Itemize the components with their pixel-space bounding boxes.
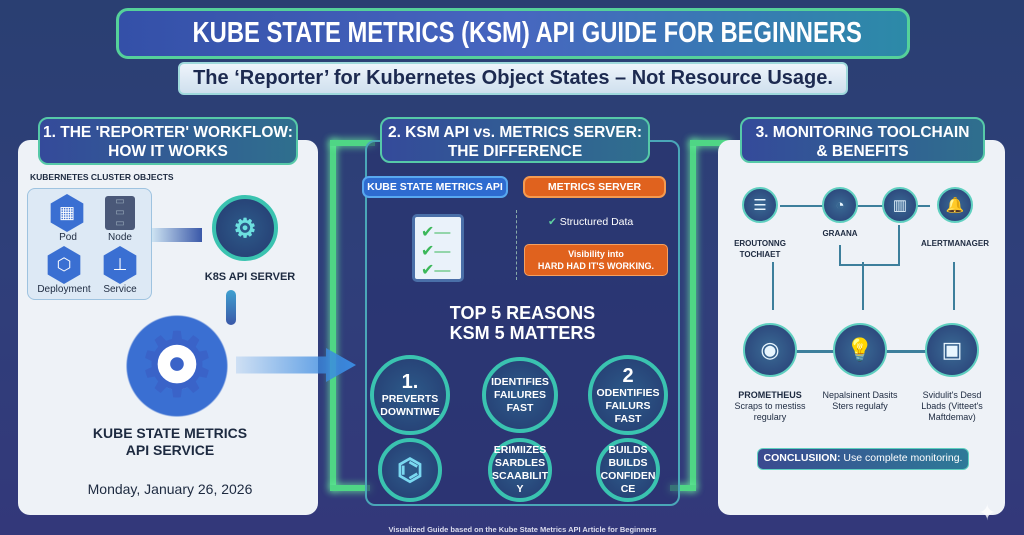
section1-heading: 1. THE 'REPORTER' WORKFLOW: HOW IT WORKS — [38, 117, 298, 165]
prometheus-icon: ◉ — [743, 323, 797, 377]
section2-heading: 2. KSM API vs. METRICS SERVER: THE DIFFE… — [380, 117, 650, 163]
box-icon: ⬡ — [47, 246, 81, 284]
cubes-icon: ▦ — [50, 194, 84, 232]
tool-text: Svidulit's Desd Lbads (Vitteet's Maftdem… — [921, 390, 983, 422]
connector — [839, 245, 841, 265]
reason-number: 1. — [401, 371, 419, 393]
reason-text: PREVERTS DOWNTIWE — [380, 393, 440, 418]
subtitle: The ‘Reporter’ for Kubernetes Object Sta… — [178, 62, 848, 95]
tool-label: EROUTONNG TOCHIAET — [734, 239, 786, 259]
cluster-objects-box: ▦Pod ▭▭▭ Node ⬡Deployment ⊥Service — [27, 188, 152, 300]
section3-heading: 3. MONITORING TOOLCHAIN & BENEFITS — [740, 117, 985, 163]
callout-line: HARD HAD IT'S WORKING. — [537, 261, 655, 271]
tool-title: PROMETHEUS — [738, 390, 802, 400]
reason-circle: BUILDS BUILDS CONFIDENCE — [596, 438, 660, 502]
reason-circle: IDENTIFIES FAILURES FAST — [482, 357, 558, 433]
reason-text: IDENTIFIES FAILURES FAST — [491, 375, 549, 414]
clipboard-icon: ◔ — [822, 187, 858, 223]
reasons-title-line: TOP 5 REASONS — [449, 303, 596, 323]
flow-arrow-line — [670, 485, 696, 491]
reasons-title-line: KSM 5 MATTERS — [449, 323, 596, 343]
api-server-label: K8S API SERVER — [204, 271, 296, 283]
reason-circle: ERIMIIZES SARDLES SCAABILITY — [488, 438, 552, 502]
arrow-right-icon — [152, 228, 202, 242]
connector — [772, 262, 774, 310]
reason-text: ODENTIFIES FAILURS FAST — [596, 386, 660, 425]
service-line: KUBE STATE METRICS — [92, 425, 248, 441]
tool-label: GRAANA — [822, 229, 858, 238]
flow-arrow-line — [690, 140, 696, 490]
object-pod: ▦Pod — [48, 194, 88, 243]
flow-arrow-line — [690, 140, 730, 146]
tool-text: Scraps to mestiss regulary — [734, 401, 806, 422]
structured-data-text: Structured Data — [559, 216, 634, 228]
gear-magnifier-icon: ⚙ — [118, 312, 236, 420]
structured-data-item: ✔ Structured Data — [548, 216, 633, 228]
object-service: ⊥Service — [98, 246, 142, 295]
heading-line: 2. KSM API vs. METRICS SERVER: — [387, 124, 643, 141]
heading-line: 1. THE 'REPORTER' WORKFLOW: — [43, 124, 293, 141]
server-icon: ▭▭▭ — [105, 196, 135, 230]
tool-description: Nepalsinent Dasits Sters regulafy — [818, 390, 902, 412]
heading-line: & BENEFITS — [816, 143, 909, 160]
object-node: ▭▭▭ Node — [98, 194, 142, 243]
reason-circle: 1.PREVERTS DOWNTIWE — [370, 355, 450, 435]
dashboard-icon: ▣ — [925, 323, 979, 377]
callout-line: Visibility into — [568, 249, 624, 259]
metrics-server-badge: METRICS SERVER — [523, 176, 666, 198]
reason-text: ERIMIIZES SARDLES SCAABILITY — [492, 444, 548, 495]
checklist-icon: ✔—✔—✔— — [412, 214, 464, 282]
check-icon: ✔ — [548, 216, 560, 228]
bell-icon: 🔔 — [937, 187, 973, 223]
brain-gear-icon: ⚙ — [212, 195, 278, 261]
flow-arrow-line — [330, 485, 370, 491]
object-label: Pod — [59, 232, 77, 243]
date-text: Monday, January 26, 2026 — [87, 481, 253, 497]
objects-label: KUBERNETES CLUSTER OBJECTS — [30, 172, 174, 182]
object-deployment: ⬡Deployment — [34, 246, 94, 295]
service-line: API SERVICE — [125, 442, 215, 458]
reason-text: BUILDS BUILDS CONFIDENCE — [600, 444, 656, 495]
footer-caption: Visualized Guide based on the Kube State… — [388, 525, 657, 534]
flow-arrow-line — [330, 140, 336, 490]
connector — [839, 264, 900, 266]
conclusion-text: Use complete monitoring. — [840, 452, 963, 464]
connector — [953, 262, 955, 310]
tool-label: ALERTMANAGER — [921, 239, 989, 248]
main-title-banner: KUBE STATE METRICS (KSM) API GUIDE FOR B… — [116, 8, 910, 59]
object-label: Node — [108, 232, 132, 243]
ksm-api-badge: KUBE STATE METRICS API — [362, 176, 508, 198]
conclusion-banner: CONCLUSIION: Use complete monitoring. — [757, 448, 969, 470]
connector — [862, 262, 864, 310]
heading-line: THE DIFFERENCE — [447, 143, 583, 160]
heading-line: HOW IT WORKS — [108, 143, 228, 160]
tool-text: Nepalsinent Dasits Sters regulafy — [822, 390, 898, 411]
connector — [898, 225, 900, 265]
conclusion-label: CONCLUSIION: — [763, 452, 841, 464]
sparkle-icon: ✦ — [978, 500, 997, 525]
reason-circle: ⌬ — [378, 438, 442, 502]
reason-number: 2 — [622, 364, 634, 387]
arrow-down-icon — [226, 290, 236, 325]
heading-line: 3. MONITORING TOOLCHAIN — [755, 124, 970, 141]
main-title: KUBE STATE METRICS (KSM) API GUIDE FOR B… — [192, 17, 862, 49]
object-label: Service — [103, 284, 137, 295]
object-label: Deployment — [37, 284, 91, 295]
tool-description: Svidulit's Desd Lbads (Vitteet's Maftdem… — [910, 390, 994, 423]
dashboard-chart-icon: ▥ — [882, 187, 918, 223]
flow-arrow-line — [330, 140, 375, 146]
circuit-brain-icon: ⌬ — [396, 453, 424, 487]
database-icon: ☰ — [742, 187, 778, 223]
divider — [516, 210, 517, 280]
hierarchy-icon: ⊥ — [103, 246, 137, 284]
lightbulb-icon: 💡 — [833, 323, 887, 377]
